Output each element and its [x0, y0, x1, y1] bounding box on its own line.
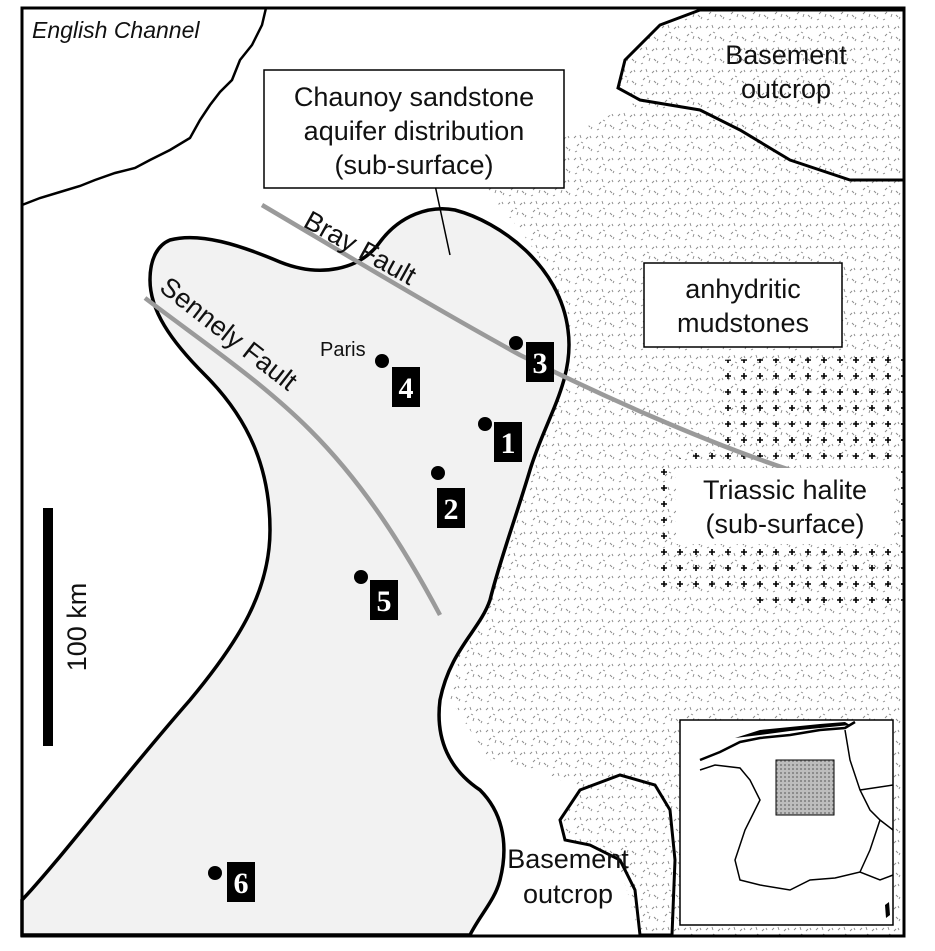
aquifer-region — [20, 207, 571, 937]
site-4-badge — [392, 367, 420, 407]
site-6-number: 6 — [234, 867, 249, 900]
bray-fault-line — [260, 203, 791, 473]
site-3-badge — [526, 342, 554, 382]
site-6-dot — [208, 866, 222, 880]
inset-corsica — [885, 902, 890, 918]
site-5-number: 5 — [377, 585, 392, 618]
site-2-badge — [437, 488, 465, 528]
inset-borders — [844, 729, 894, 873]
chaunoy-label-box — [263, 69, 565, 189]
site-5: 5 — [354, 570, 398, 620]
inset-study-area — [775, 759, 835, 816]
basement-outcrop-top — [616, 8, 906, 182]
coastline — [21, 7, 268, 207]
basement-bottom-label-line2: outcrop — [523, 879, 613, 909]
inset-coast-north — [699, 720, 856, 762]
anhydritic-label-box — [643, 262, 843, 348]
site-3-number: 3 — [533, 347, 548, 380]
chaunoy-label-line2: aquifer distribution — [304, 116, 525, 146]
inset-britain — [735, 722, 850, 738]
basement-top-label-line1: Basement — [725, 40, 847, 70]
site-5-badge — [370, 580, 398, 620]
english-channel-label: English Channel — [32, 17, 200, 43]
chaunoy-label-line3: (sub-surface) — [334, 150, 493, 180]
paris-label: Paris — [320, 339, 366, 361]
site-6-badge — [227, 862, 255, 902]
basement-bottom-label-line1: Basement — [507, 844, 629, 874]
sennely-fault-line — [143, 296, 442, 617]
anhydritic-label-line2: mudstones — [677, 308, 809, 338]
inset-france-outline — [699, 764, 894, 891]
basement-top-label-line2: outcrop — [741, 74, 831, 104]
chaunoy-leader — [434, 184, 451, 256]
site-1-dot — [478, 417, 492, 431]
scale-bar — [43, 508, 53, 746]
site-1: 1 — [478, 417, 522, 462]
site-1-badge — [494, 422, 522, 462]
halite-label-line2: (sub-surface) — [705, 509, 864, 539]
chaunoy-label-line1: Chaunoy sandstone — [294, 82, 534, 112]
inset-frame — [679, 719, 894, 926]
site-4: 4 — [375, 354, 420, 407]
site-2-number: 2 — [444, 493, 459, 526]
site-6: 6 — [208, 862, 255, 902]
site-3-dot — [509, 336, 523, 350]
site-4-number: 4 — [399, 372, 414, 405]
site-4-dot — [375, 354, 389, 368]
site-3: 3 — [509, 336, 554, 382]
halite-label-line1: Triassic halite — [703, 475, 867, 505]
site-2: 2 — [431, 466, 465, 528]
scale-label: 100 km — [62, 583, 92, 672]
site-1-number: 1 — [501, 427, 516, 460]
site-5-dot — [354, 570, 368, 584]
halite-label-bg — [676, 468, 894, 544]
inset-map — [679, 719, 894, 926]
anhydritic-label-line1: anhydritic — [685, 274, 801, 304]
site-2-dot — [431, 466, 445, 480]
map-frame — [20, 6, 906, 938]
